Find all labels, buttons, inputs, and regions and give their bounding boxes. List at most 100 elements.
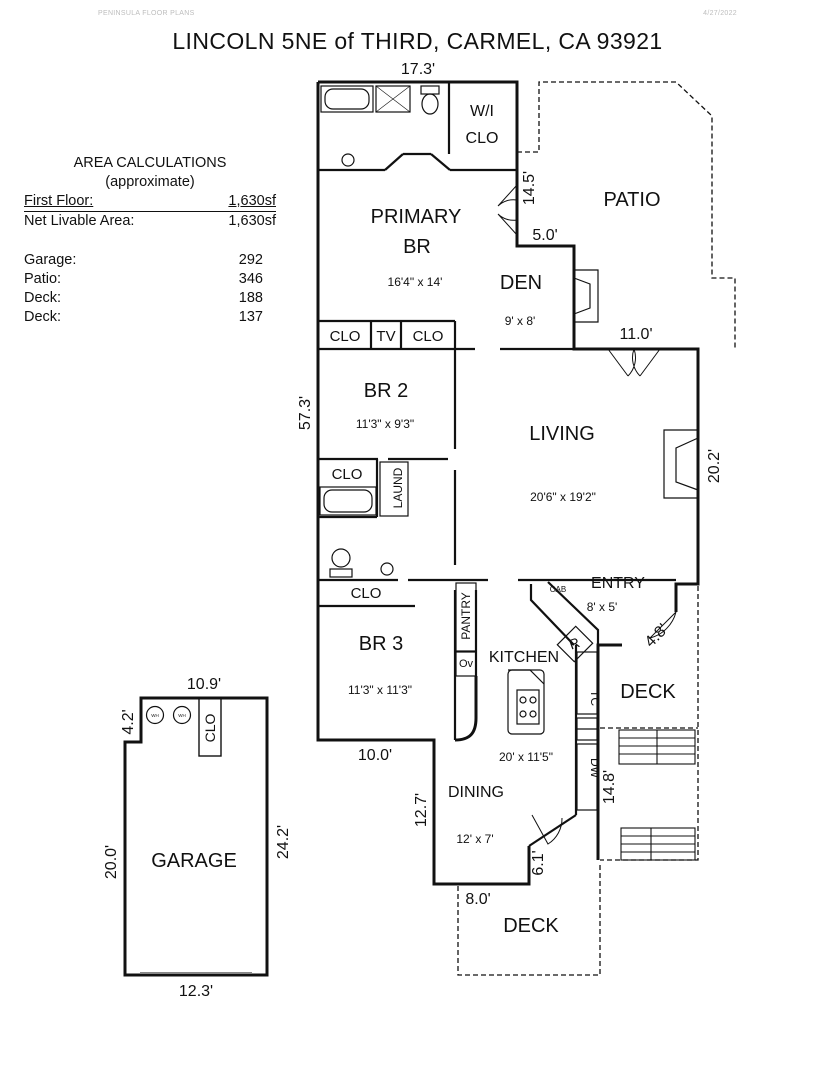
area-value: 188 [238,290,263,306]
garage-walls [123,696,269,977]
area-label: Net Livable Area: [24,213,135,229]
bathtub-icon [320,85,374,113]
fireplace-icon [663,429,699,499]
dim-br3-bottom: 10.0' [358,747,392,764]
br3-label: BR 3 [359,633,403,655]
fireplace-icon [573,269,599,323]
dw-label: DW [588,758,602,779]
room-labels: PRIMARY BR 16'4" x 14' W/I CLO PATIO DEN… [151,103,676,937]
living-size: 20'6" x 19'2" [530,490,596,504]
clo-label: CLO [330,328,361,345]
dim-garage-right: 24.2' [275,825,292,859]
interior-walls [318,82,676,847]
pantry-closet [455,582,477,652]
oven [455,651,477,677]
area-heading: AREA CALCULATIONS [73,155,227,171]
area-value: 137 [238,309,263,325]
tv-label: TV [376,328,395,345]
area-label: Garage: [24,252,77,268]
clo-label: CLO [413,328,444,345]
tc-label: TC [588,690,602,706]
area-row-first-floor: First Floor: 1,630sf [24,192,276,211]
west-wall [316,82,531,886]
clo-label: CLO [332,466,363,483]
living-label: LIVING [529,423,595,445]
dim-living-east: 20.2' [706,449,723,483]
patio-label: PATIO [603,189,660,211]
fixture-labels: CLO TV CLO CLO CLO LAUND PANTRY Ov CAB R… [202,328,602,779]
dim-kitchen-east: 14.8' [601,770,618,804]
dining-label: DINING [448,784,504,801]
primary-br-size: 16'4" x 14' [388,275,443,289]
bath-angle-right [430,153,451,171]
water-heater-icon [145,705,165,725]
garage-label: GARAGE [151,850,237,872]
kitchen-label: KITCHEN [489,649,559,666]
dining-door [531,814,563,845]
sink-icon [341,153,355,167]
garage-outline [123,696,269,977]
entry-label: ENTRY [591,575,645,592]
toilet-icon [420,85,440,95]
water-heater-icon [172,705,192,725]
den-label: DEN [500,272,542,294]
den-size: 9' x 8' [505,314,536,328]
deck-south-label: DECK [503,915,559,937]
area-label: Deck: [24,309,62,325]
area-value: 346 [238,271,263,287]
area-label: Deck: [24,290,62,306]
br3-size: 11'3" x 11'3" [348,683,412,697]
wi-clo-label: CLO [466,130,499,147]
page-title: LINCOLN 5NE of THIRD, CARMEL, CA 93921 [172,28,663,54]
dim-den-step: 5.0' [532,227,557,244]
dim-west-length: 57.3' [297,396,314,430]
primary-door [497,184,518,236]
dim-garage-notch: 4.2' [120,709,137,734]
area-row-patio: Patio: 346 [24,270,276,289]
area-value: 1,630sf [228,193,276,209]
south-east-wall [596,643,622,860]
dim-primary-side: 14.5' [521,171,538,205]
east-deck-outline [600,583,699,861]
kitchen-size: 20' x 11'5" [499,750,553,764]
dining-step [528,814,577,847]
stairs [618,729,696,861]
entry-door [648,611,677,639]
water-heaters: WH WH [145,705,192,725]
doors [497,184,677,845]
north-wall [318,80,700,612]
primary-br-label: PRIMARY [371,206,462,228]
bath-angle-left [384,153,404,171]
cab-label: CAB [550,585,566,594]
dim-garage-bottom: 12.3' [179,983,213,1000]
entry-size: 8' x 5' [587,600,618,614]
area-row-deck-2: Deck: 137 [24,308,276,327]
dim-dining-step: 6.1' [530,850,547,875]
clo-label: CLO [351,585,382,602]
area-label: First Floor: [24,193,94,209]
wh-label: WH [178,713,186,718]
r-label: R [567,634,582,652]
area-value: 1,630sf [228,213,276,229]
tc-cabinet [576,651,598,715]
shower-icon [375,85,411,113]
toilet-icon [329,568,353,578]
area-row-net-livable: Net Livable Area: 1,630sf [24,212,276,231]
area-label: Patio: [24,271,62,287]
dim-den-bottom: 11.0' [619,326,652,343]
area-calculations-panel: AREA CALCULATIONS (approximate) First Fl… [24,154,276,327]
patio-outline [517,81,736,349]
dim-garage-top: 10.9' [187,676,221,693]
garage-clo-label: CLO [202,714,218,743]
dim-top-width: 17.3' [401,61,435,78]
date-label: 4/27/2022 [703,10,737,17]
dim-deck-top: 8.0' [465,891,490,908]
primary-br-label: BR [403,236,431,258]
garage-interior [140,697,252,974]
pantry-label: PANTRY [459,592,473,640]
ov-label: Ov [459,658,474,670]
south-deck-outline [457,862,601,976]
area-value: 292 [238,252,263,268]
wi-clo-label: W/I [470,103,494,120]
